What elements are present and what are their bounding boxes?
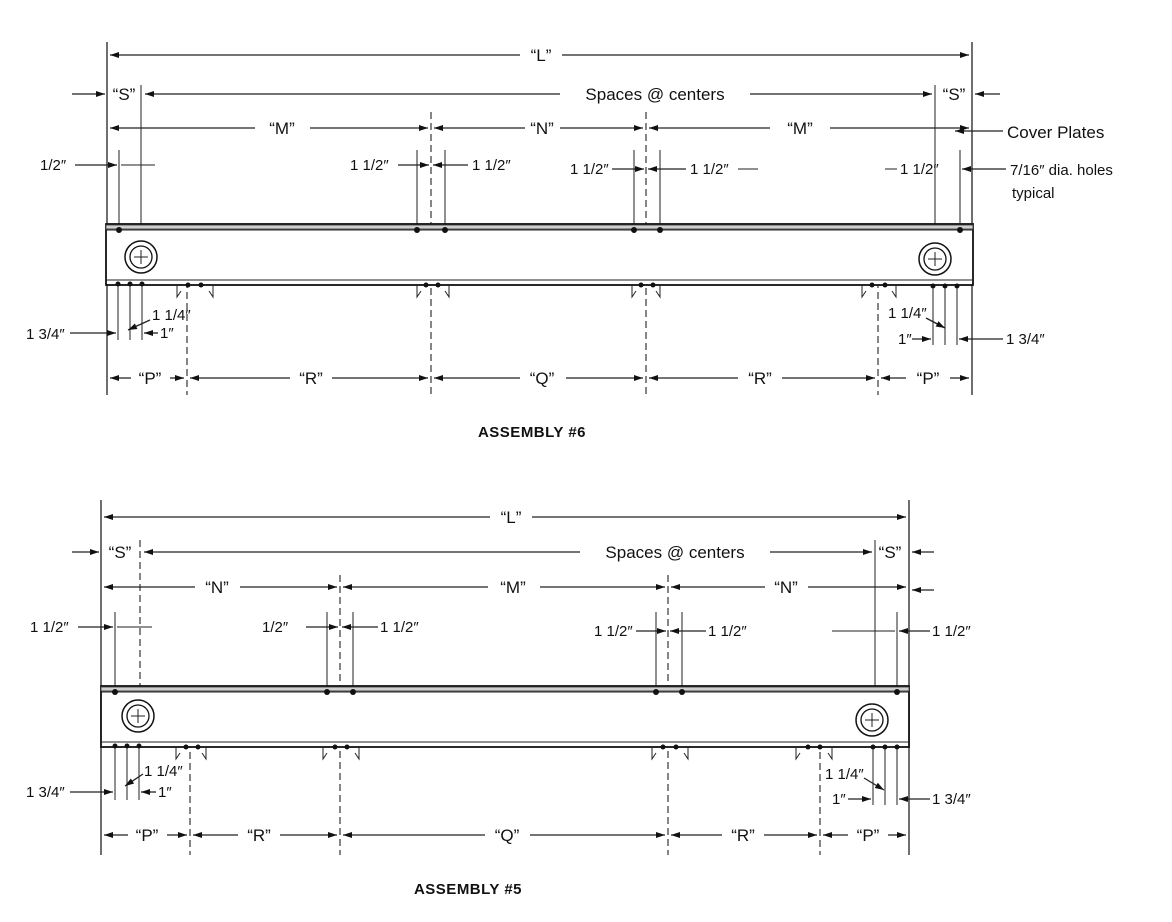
a5-N-left-label: “N” [205,578,229,597]
assembly-6: “L” “S” Spaces @ centers “S” “M” “N” “M”… [26,42,1113,441]
a5-b-left-1: 1″ [158,784,172,801]
a6-N-label: “N” [530,119,554,138]
a6-clips [176,282,897,299]
a5-P-right-label: “P” [857,826,880,845]
a6-dim-3: 1 1/2″ [570,161,609,178]
a6-holes-line1: 7/16″ dia. holes [1010,162,1113,179]
a5-N-right-label: “N” [774,578,798,597]
assembly-5: “L” “S” Spaces @ centers “S” “N” “M” “N”… [26,500,971,898]
a6-cover-plate [105,224,974,230]
a6-R-right-label: “R” [748,369,772,388]
a5-beam [100,685,910,748]
a5-b-right-1-3-4: 1 3/4″ [932,791,971,808]
a6-beam [105,223,974,286]
a6-P-right-label: “P” [917,369,940,388]
a6-b-right-1: 1″ [898,331,912,348]
a5-dim-5: 1 1/2″ [932,623,971,640]
a6-b-left-1-1-4: 1 1/4″ [152,307,191,324]
a5-S-right-label: “S” [879,543,902,562]
a5-clips [175,744,833,761]
a6-P-left-label: “P” [139,369,162,388]
a5-L-label: “L” [501,508,522,527]
a6-dim-2: 1 1/2″ [472,157,511,174]
a5-b-right-1-1-4: 1 1/4″ [825,766,864,783]
a5-spaces-label: Spaces @ centers [605,543,744,562]
a6-L-label: “L” [531,46,552,65]
a5-b-left-1-3-4: 1 3/4″ [26,784,65,801]
a5-Q-label: “Q” [495,826,520,845]
a6-left-pin [124,240,158,274]
a6-R-left-label: “R” [299,369,323,388]
a6-holes-line2: typical [1012,185,1055,202]
a5-cover-plate [100,686,910,692]
a6-b-left-1-3-4: 1 3/4″ [26,326,65,343]
a6-b-right-1-3-4: 1 3/4″ [1006,331,1045,348]
a6-b-left-1: 1″ [160,325,174,342]
a6-dim-4: 1 1/2″ [690,161,729,178]
a6-title: ASSEMBLY #6 [478,424,586,441]
a5-title: ASSEMBLY #5 [414,881,522,898]
a5-P-left-label: “P” [136,826,159,845]
a5-b-right-1: 1″ [832,791,846,808]
a5-b-left-1-1-4: 1 1/4″ [144,763,183,780]
a5-R-left-label: “R” [247,826,271,845]
a5-dim-2: 1 1/2″ [380,619,419,636]
a5-dim-1: 1/2″ [262,619,289,636]
a6-Q-label: “Q” [530,369,555,388]
a6-M-right-label: “M” [787,119,813,138]
a6-half-left: 1/2″ [40,157,67,174]
a5-dim-0: 1 1/2″ [30,619,69,636]
a6-S-right-label: “S” [943,85,966,104]
a6-b-right-1-1-4: 1 1/4″ [888,305,927,322]
a6-dim-1: 1 1/2″ [350,157,389,174]
a6-cover-plates-label: Cover Plates [1007,123,1104,142]
a5-S-left-label: “S” [109,543,132,562]
a5-dim-3: 1 1/2″ [594,623,633,640]
a5-dim-4: 1 1/2″ [708,623,747,640]
a6-right-pin [918,242,952,276]
a6-S-left-label: “S” [113,85,136,104]
a6-dim-5: 1 1/2″ [900,161,939,178]
a5-right-pin [855,703,889,737]
a5-M-label: “M” [500,578,526,597]
a6-spaces-label: Spaces @ centers [585,85,724,104]
a5-left-pin [121,699,155,733]
a5-R-right-label: “R” [731,826,755,845]
a6-M-left-label: “M” [269,119,295,138]
